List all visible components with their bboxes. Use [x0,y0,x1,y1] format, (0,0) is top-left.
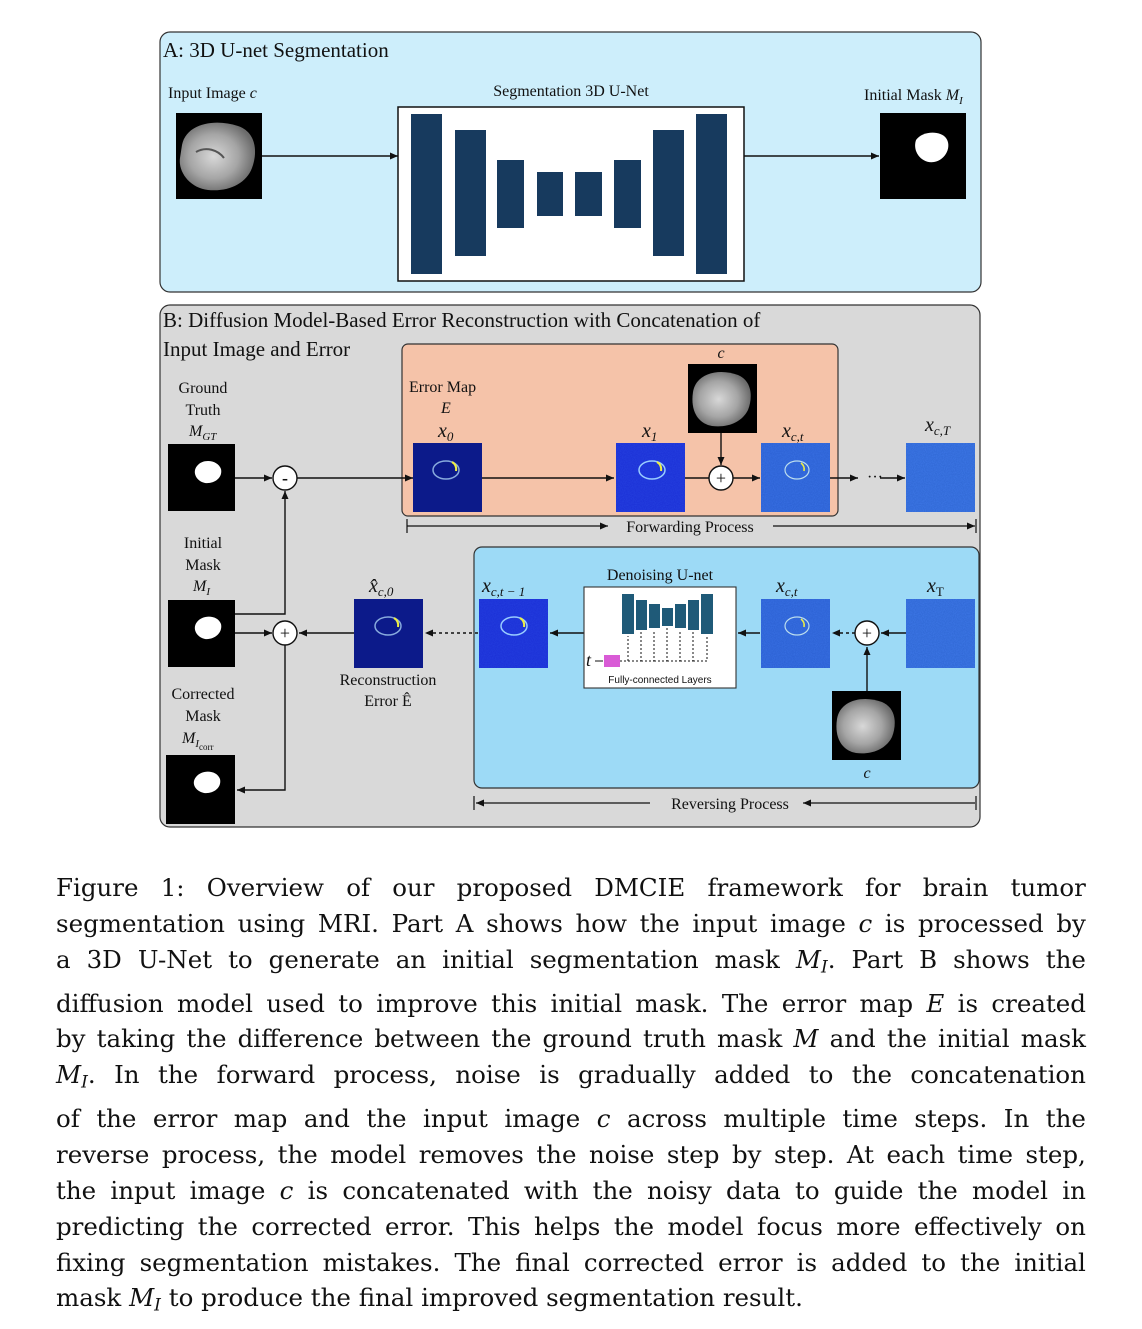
init-label-2: Mask [185,557,221,574]
c-label-forward: c [717,345,724,362]
unet-label: Segmentation 3D U-Net [493,83,649,100]
xhat-image [354,599,423,668]
gt-label-1: Ground [179,380,228,397]
plus-symbol-output: + [280,623,290,643]
plus-symbol-forward: + [716,468,726,488]
unet-block-3 [497,160,524,228]
xct1-image [479,599,548,668]
reversing-process-axis: Reversing Process [473,796,977,813]
c-label-reverse: c [863,765,870,782]
unet-block-7 [653,130,684,256]
x0-label: x0 [437,420,454,444]
minus-symbol: - [282,468,288,488]
dots-forward: ··· [867,469,883,486]
part-b-title-line1: B: Diffusion Model-Based Error Reconstru… [163,308,760,332]
xct1-label: xc,t − 1 [481,575,525,599]
plus-symbol-reverse: + [862,623,872,643]
part-b-title-line2: Input Image and Error [163,337,350,361]
forwarding-process-label: Forwarding Process [626,519,754,536]
xcT-label: xc,T [924,414,951,438]
xhat-label: x̂c,0 [368,575,394,599]
unet-block-5 [575,172,602,216]
initial-mask-image-b [168,600,235,667]
denoise-label: Denoising U-net [607,567,714,584]
forwarding-process-axis: Forwarding Process [406,519,977,536]
init-label-3: MI [192,578,211,598]
input-image-label: Input Image c [168,85,257,102]
fc-label: Fully-connected Layers [608,675,711,686]
x0-image [413,443,482,512]
plus-node-reverse [854,620,880,646]
x1-image [616,443,685,512]
xct-image-reverse [761,599,830,668]
unet-block-2 [455,130,486,256]
xct-label-forward: xc,t [781,420,804,444]
gt-label-3: MGT [188,423,217,443]
corr-label-1: Corrected [171,686,234,703]
initial-mask-image-a [880,113,966,199]
denoise-unet-blocks [622,594,713,634]
unet-block-1 [411,114,442,274]
reversing-process-label: Reversing Process [671,796,789,813]
recon-label-1: Reconstruction [340,672,437,689]
unet-block-4 [537,172,563,216]
part-b-panel: B: Diffusion Model-Based Error Reconstru… [159,304,981,828]
unet-block-6 [614,160,641,228]
x1-label: x1 [641,420,657,444]
corr-label-2: Mask [185,708,221,725]
init-label-1: Initial [184,535,223,552]
fc-block [604,655,620,667]
corr-label-3: MIcorr [181,730,214,752]
xT-label: xT [926,575,944,599]
xct-label-reverse: xc,t [775,575,798,599]
ground-truth-image [168,444,235,511]
arrow-plus-to-corrected [237,645,286,794]
error-map-label: Error Map [409,379,476,396]
xct-image-forward [761,443,830,512]
denoise-box [583,586,737,689]
input-image-c [176,113,262,199]
unet-blocks [411,114,727,274]
xT-image [906,599,975,668]
c-image-forward [688,364,757,433]
fc-connections [620,628,708,662]
part-a-panel: A: 3D U-net Segmentation Input Image c S… [159,31,982,293]
t-label: t [586,650,592,670]
recon-label-2: Error Ê [364,691,412,710]
xcT-image [906,443,975,512]
error-map-e: E [440,400,451,417]
c-image-reverse [832,691,901,760]
arrow-init-to-minus [235,491,289,615]
corrected-mask-image [166,755,235,824]
unet-block-8 [696,114,727,274]
unet-box [397,106,745,282]
gt-label-2: Truth [186,402,221,419]
figure-diagram: A: 3D U-net Segmentation Input Image c S… [159,31,982,828]
initial-mask-label: Initial Mask MI [864,87,964,107]
caption-line: mask MI to produce the final improved se… [56,1283,803,1316]
part-a-title: A: 3D U-net Segmentation [163,38,389,62]
